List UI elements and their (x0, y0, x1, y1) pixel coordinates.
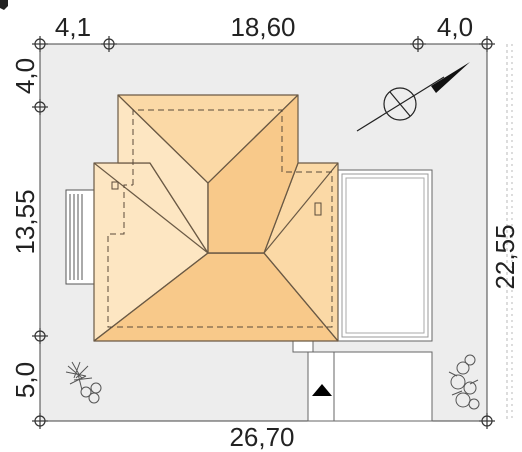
crosshair-icon (410, 36, 426, 52)
wall-outline (107, 109, 333, 328)
shrub-icon (448, 354, 480, 410)
roof (93, 94, 339, 342)
compass-icon (356, 76, 445, 132)
north-arrow-icon (431, 62, 470, 93)
crosshair-icon (101, 36, 117, 52)
dim-top-center: 18,60 (230, 12, 295, 42)
crosshair-icon (479, 413, 495, 429)
crosshair-icon (32, 413, 48, 429)
dim-top-right: 4,0 (437, 12, 473, 42)
corner-mark (0, 0, 8, 10)
dim-right: 22,55 (490, 224, 520, 289)
right-edge-hatch (506, 44, 513, 421)
terrace (337, 169, 433, 342)
dim-bottom: 26,70 (229, 422, 294, 452)
crosshair-icon (479, 36, 495, 52)
crosshair-icon (32, 328, 48, 344)
dim-left-top: 4,0 (10, 58, 40, 94)
crosshair-icon (32, 99, 48, 115)
entrance-arrow-icon (312, 384, 332, 396)
driveway (292, 340, 433, 422)
dim-top-left: 4,1 (55, 12, 91, 42)
bay-window (65, 189, 95, 285)
roof-vent (111, 181, 119, 190)
dim-left-middle: 13,55 (10, 189, 40, 254)
crosshair-icon (32, 36, 48, 52)
dim-left-bottom: 5,0 (10, 362, 40, 398)
crosshair-markers (32, 36, 495, 429)
tree-icon (65, 361, 102, 404)
chimney (314, 202, 322, 216)
